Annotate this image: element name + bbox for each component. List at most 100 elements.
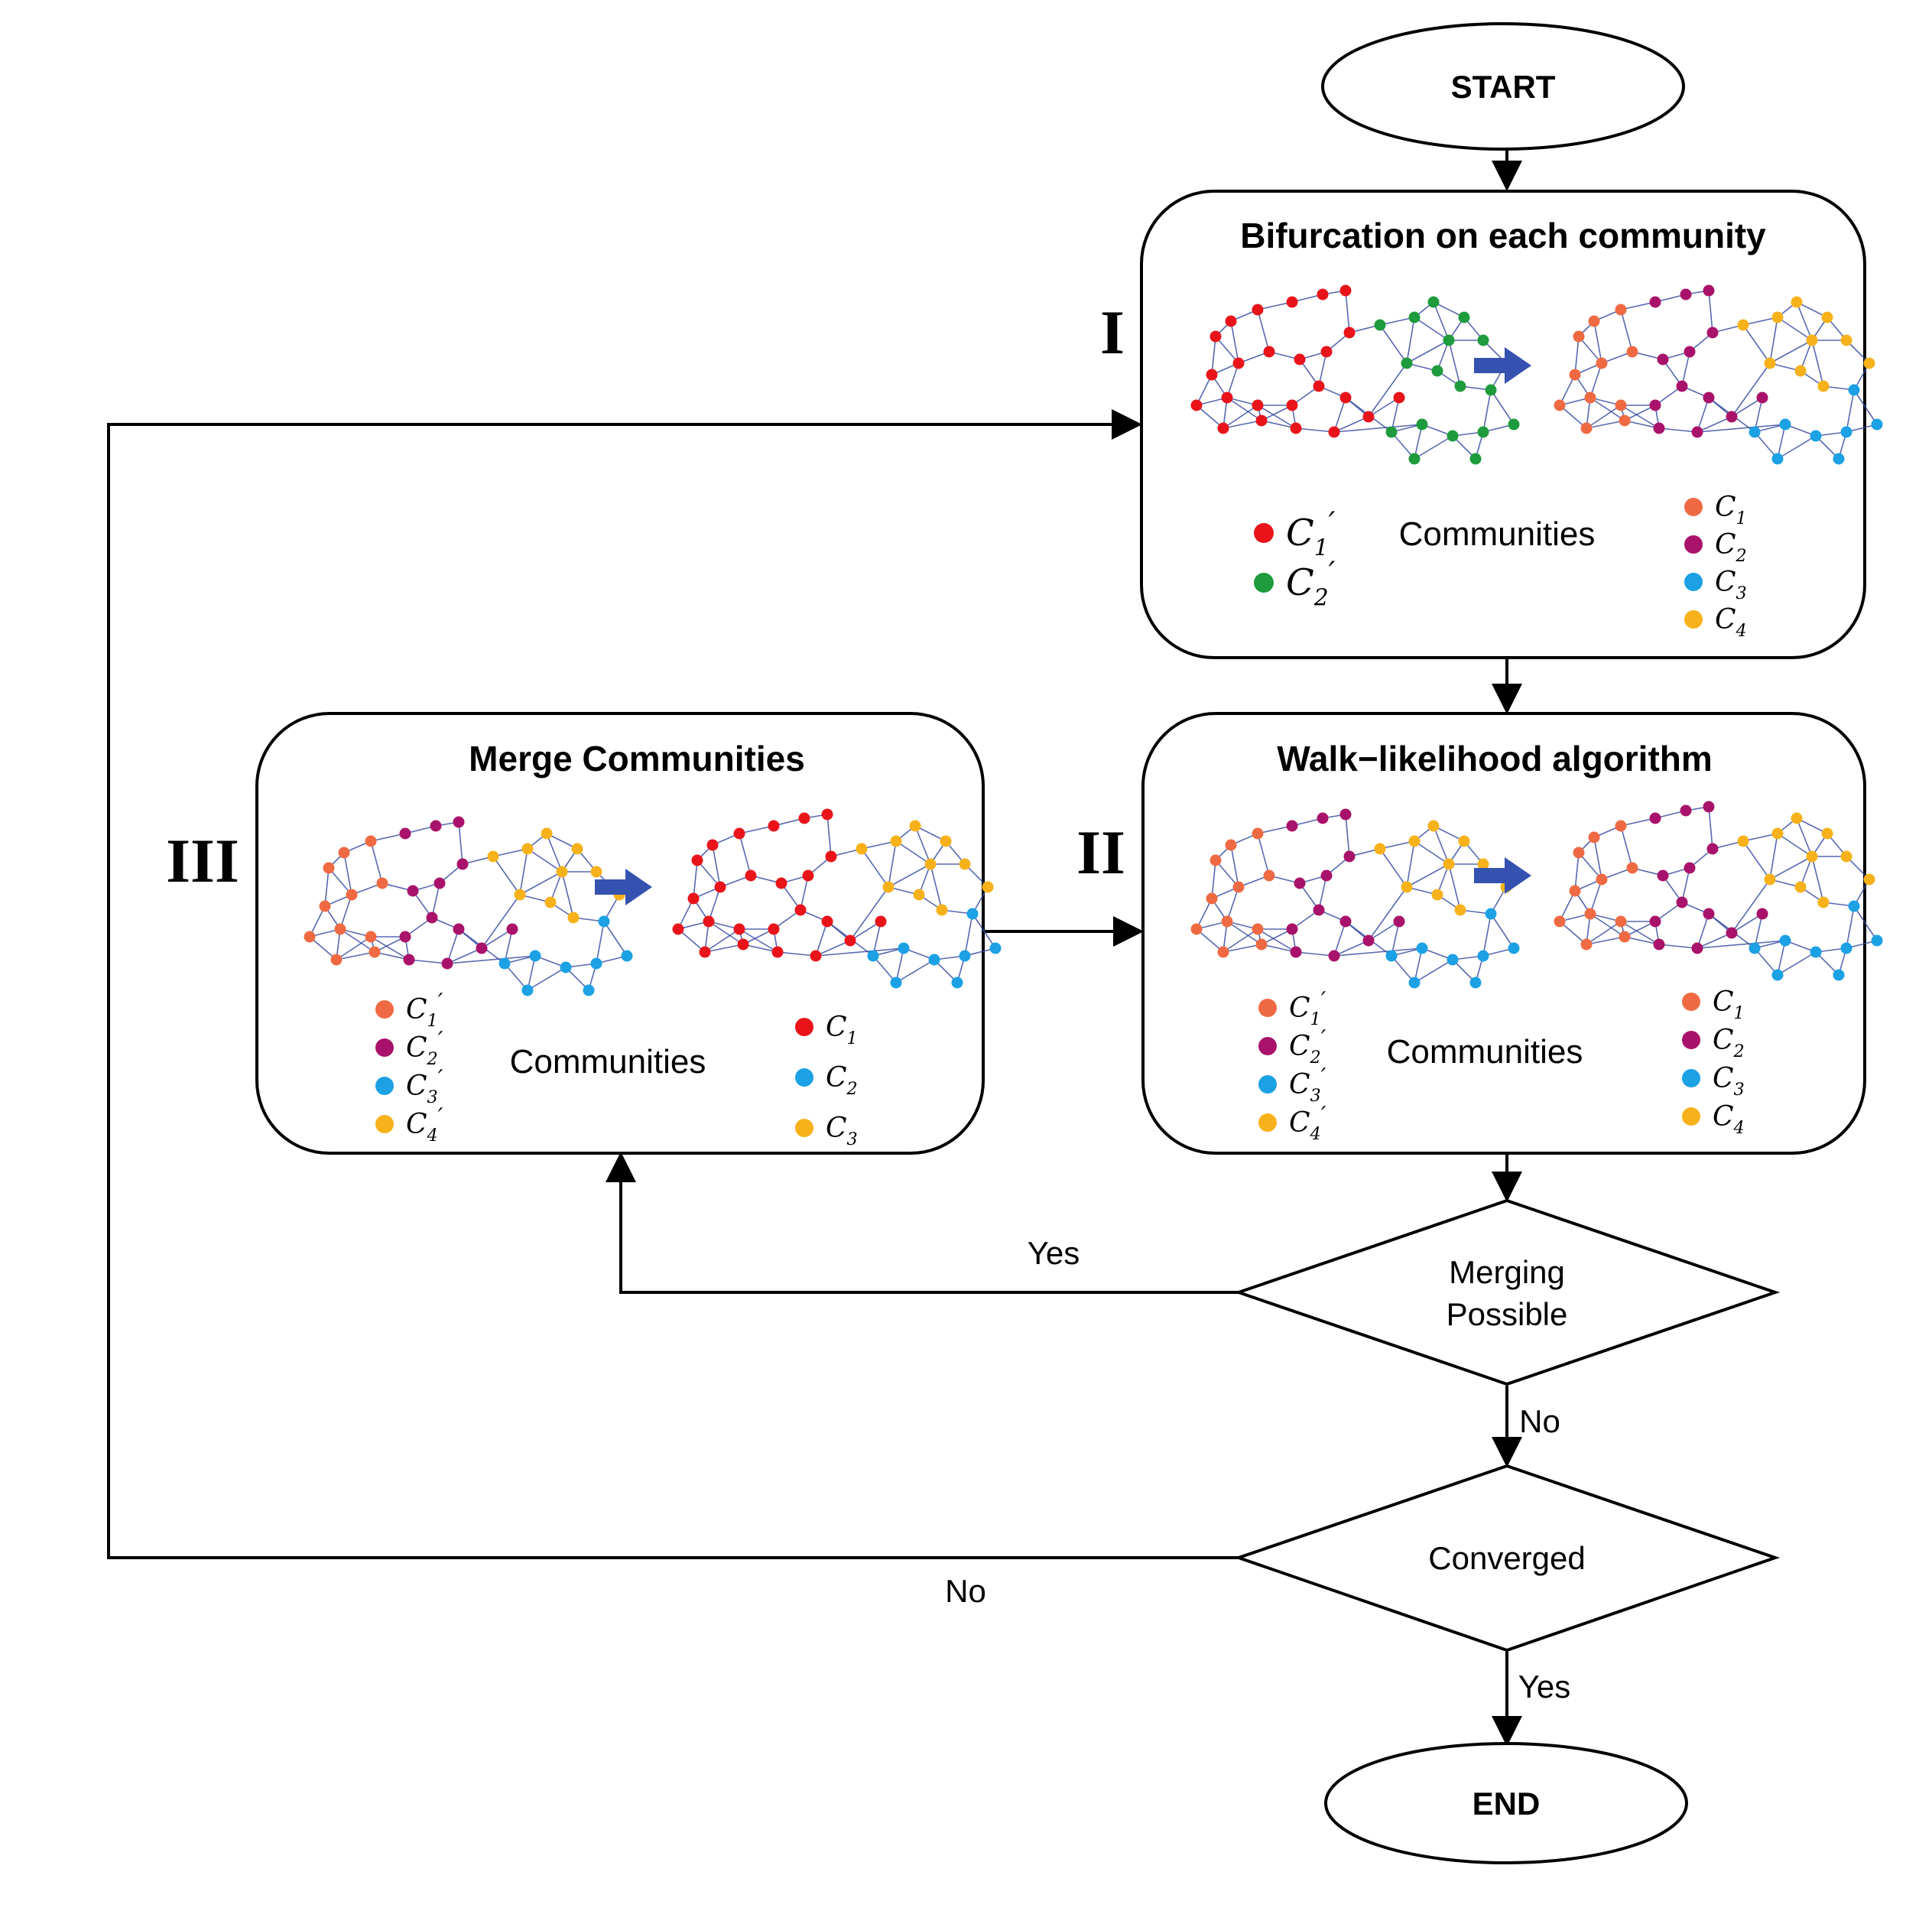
network-edge: [1318, 351, 1327, 387]
network-node: [529, 950, 541, 962]
network-edge: [1414, 947, 1423, 983]
network-node: [966, 908, 979, 920]
network-node: [521, 843, 534, 855]
network-edge: [1697, 424, 1786, 433]
network-node: [1263, 869, 1275, 882]
network-node: [802, 869, 814, 882]
network-node: [1454, 380, 1466, 392]
network-edge: [1333, 940, 1369, 957]
network-node: [1447, 954, 1459, 966]
network-edge: [1777, 951, 1817, 976]
network-edge: [1731, 913, 1763, 934]
network-node: [1771, 969, 1784, 981]
network-node: [1588, 315, 1600, 327]
network-edge: [895, 947, 904, 983]
network-node: [1810, 430, 1822, 442]
network-node: [1431, 889, 1443, 901]
network-node: [1408, 977, 1421, 989]
network-edge: [374, 951, 410, 960]
network-edge: [1368, 886, 1408, 941]
network-edge: [408, 959, 448, 964]
network-edge: [895, 959, 935, 983]
network-edge: [546, 833, 563, 873]
network-edge: [1196, 928, 1224, 953]
network-node: [1779, 418, 1791, 431]
network-node: [1649, 812, 1661, 824]
network-edge: [1211, 336, 1216, 375]
network-edge: [888, 840, 897, 888]
network-edge: [1777, 424, 1786, 460]
legend-dot: [795, 1018, 813, 1036]
network-node: [1691, 426, 1703, 438]
network-node: [1703, 284, 1715, 297]
walk-title: Walk−likelihood algorithm: [1277, 739, 1713, 778]
network-node: [426, 912, 438, 924]
network-node: [1255, 414, 1268, 427]
legend-label: C2: [1715, 529, 1747, 566]
network-node: [821, 808, 833, 821]
bifurcation-legend-left: C1′C2′: [1254, 506, 1336, 611]
merging-decision-diamond: [1233, 1198, 1781, 1386]
network-edge: [1379, 848, 1408, 888]
network-node: [1848, 900, 1860, 912]
network-edge: [861, 848, 889, 888]
legend-label: C3: [1713, 1063, 1745, 1100]
network-node: [1619, 414, 1631, 427]
connector-merging-yes-to-merge: [606, 1152, 1239, 1294]
network-node: [928, 954, 940, 966]
network-edge: [777, 951, 817, 957]
start-node: START: [1321, 22, 1685, 151]
legend-dot: [1258, 999, 1277, 1017]
network-node: [1806, 334, 1818, 346]
merge-box-frame: [255, 712, 985, 1155]
network-node: [1584, 908, 1596, 920]
network-edge: [1230, 320, 1239, 364]
network-edge: [1681, 351, 1690, 387]
network-edge: [1226, 886, 1239, 922]
network-edge: [561, 871, 574, 918]
bifurcation-transition-arrow: [1474, 347, 1531, 384]
network-node: [1684, 346, 1696, 358]
network-edge: [1586, 921, 1622, 945]
legend-label: C2′: [406, 1027, 443, 1069]
network-edge: [336, 951, 375, 960]
network-node: [521, 984, 534, 996]
network-edge: [1811, 856, 1824, 903]
network-node: [1362, 934, 1375, 947]
network-edge: [1578, 336, 1602, 364]
network-node: [1626, 346, 1638, 358]
legend-label: C4′: [1289, 1102, 1326, 1144]
network-edge: [1391, 955, 1415, 983]
network-edge: [1754, 913, 1763, 949]
network-edge: [1777, 317, 1813, 341]
network-edge: [1769, 340, 1813, 364]
network-edge: [1574, 852, 1580, 892]
network-node: [1615, 915, 1627, 928]
network-edge: [596, 921, 605, 964]
network-edge: [1658, 427, 1698, 433]
network-edge: [1257, 301, 1293, 310]
network-node: [1749, 426, 1761, 438]
network-edge: [1620, 405, 1660, 429]
network-edge: [861, 840, 897, 850]
network-edge: [1448, 340, 1461, 387]
network-edge: [739, 928, 778, 953]
bifurcation-title: Bifurcation on each community: [1240, 216, 1766, 255]
network-node: [1573, 847, 1585, 859]
network-node: [687, 892, 700, 905]
legend-dot: [1258, 1113, 1277, 1132]
legend-dot: [1684, 498, 1703, 516]
merge-legend-left: C1′C2′C3′C4′: [375, 989, 443, 1146]
network-node: [1810, 946, 1822, 958]
network-edge: [1811, 340, 1824, 387]
legend-dot: [1682, 1031, 1700, 1049]
network-edge: [1754, 397, 1763, 433]
network-node: [1554, 399, 1566, 411]
network-node: [1771, 311, 1784, 323]
network-edge: [504, 963, 528, 991]
network-node: [1794, 881, 1807, 893]
network-edge: [527, 955, 536, 991]
network-node: [1401, 881, 1413, 893]
network-node: [1252, 304, 1264, 316]
